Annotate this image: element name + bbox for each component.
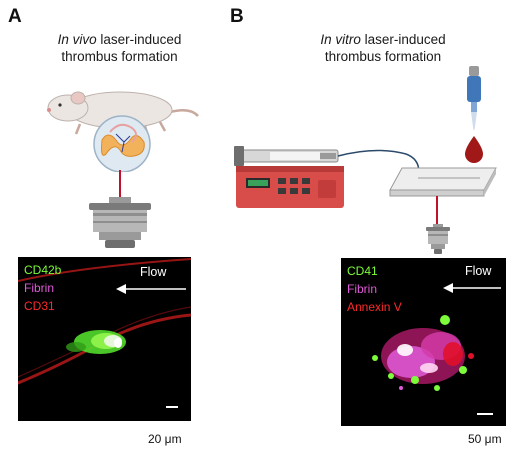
panel-b-title-rest: laser-induced	[360, 32, 446, 47]
micrograph-b-label-1: Fibrin	[347, 282, 378, 296]
mouse-ear	[70, 91, 86, 105]
mouse-nose	[47, 108, 51, 112]
micrograph-a-flow-label: Flow	[140, 265, 167, 279]
blood-drop	[465, 136, 483, 163]
objective-lens-b	[426, 224, 450, 254]
panel-a-title-rest: laser-induced	[96, 32, 182, 47]
micrograph-b-thrombus	[372, 283, 501, 415]
micrograph-b: CD41 Fibrin Annexin V Flow	[341, 258, 506, 426]
syringe-pump	[234, 146, 344, 208]
panel-b-title-line2: thrombus formation	[324, 49, 442, 64]
micrograph-a-vessel	[18, 258, 191, 408]
micrograph-a-label-1: Fibrin	[24, 281, 55, 295]
panel-b-title: In vitro laser-induced thrombus formatio…	[288, 31, 478, 65]
panel-a-title: In vivo laser-induced thrombus formation	[22, 31, 217, 65]
panel-b-letter: B	[230, 6, 244, 27]
laser-beam-a	[119, 170, 121, 201]
micrograph-b-label-0: CD41	[347, 264, 378, 278]
micrograph-b-flow-label: Flow	[465, 264, 492, 278]
panel-b-title-italic: In vitro	[320, 32, 361, 47]
micrograph-b-label-2: Annexin V	[347, 300, 402, 314]
scale-label-a: 20 μm	[148, 432, 182, 446]
scale-label-b: 50 μm	[468, 432, 502, 446]
pipette-illustration	[465, 66, 483, 163]
micrograph-a: CD42b Fibrin CD31 Flow	[18, 257, 191, 421]
laser-beam-b	[436, 196, 438, 226]
micrograph-a-label-0: CD42b	[24, 263, 62, 277]
flow-chamber	[389, 167, 497, 197]
panel-a-letter: A	[8, 6, 22, 27]
mouse-eye	[58, 103, 62, 107]
panel-a-title-italic: In vivo	[57, 32, 97, 47]
magnified-intestine	[93, 115, 151, 172]
micrograph-a-label-2: CD31	[24, 299, 55, 313]
mouse-tail	[169, 108, 199, 117]
mouse-illustration	[47, 91, 199, 172]
panel-a-title-line2: thrombus formation	[61, 49, 178, 64]
objective-lens-a	[89, 197, 151, 248]
